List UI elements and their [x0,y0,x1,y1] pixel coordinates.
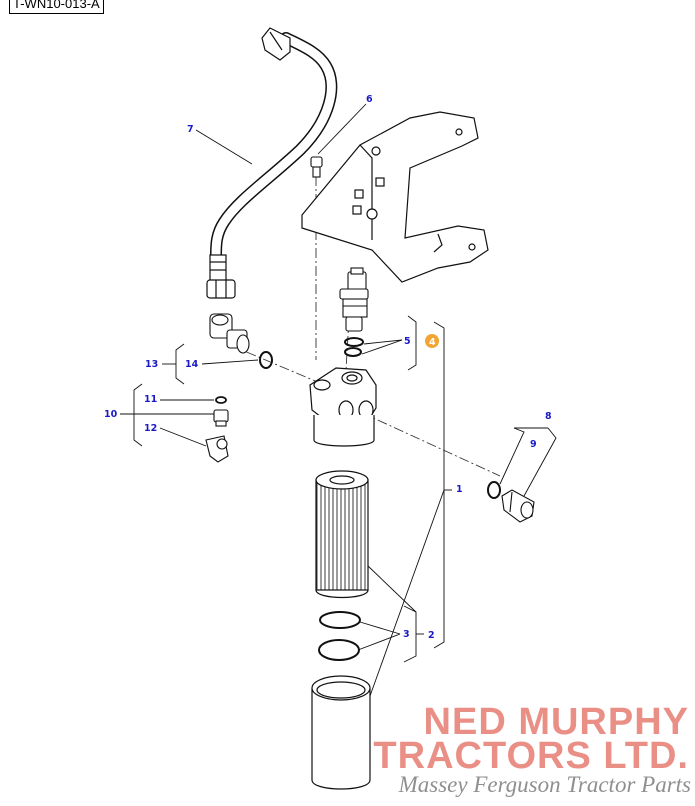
callout-9: 9 [530,439,537,450]
callout-5: 5 [404,336,411,347]
callout-1: 1 [456,484,463,495]
mounting-bracket [301,111,489,283]
o-ring-part-14 [259,351,273,369]
adapter-part-10 [213,409,229,427]
o-ring-part-9 [487,481,501,499]
callout-labels: 1 2 3 4 5 6 7 8 9 10 11 12 13 14 [104,94,552,641]
dealer-watermark: NED MURPHY TRACTORS LTD. Massey Ferguson… [346,702,695,802]
callout-4: 4 [429,337,436,348]
callout-6: 6 [366,94,373,105]
callout-4-highlight [425,334,439,348]
callout-12: 12 [144,423,157,434]
callout-10: 10 [104,409,118,420]
filter-bowl [311,675,371,790]
watermark-tagline: Massey Ferguson Tractor Parts [398,772,691,797]
center-lines [229,176,501,477]
diagram-reference: T-WN10-013-A [9,0,104,14]
adapter-part-8 [501,489,535,523]
callout-14: 14 [185,359,199,370]
bolt-part-6 [310,156,323,178]
callout-7: 7 [187,124,194,135]
elbow-fitting-part-13 [209,313,250,354]
banjo-part-12 [205,435,229,463]
o-ring-part-11 [215,396,227,404]
callout-3: 3 [403,629,410,640]
seals-part-3 [318,611,361,661]
watermark-line-1: NED MURPHY [423,701,689,743]
watermark-line-2: TRACTORS LTD. [373,735,689,777]
callout-11: 11 [144,394,157,405]
filter-element-part-2 [315,470,369,599]
hose-part-7 [206,27,338,299]
filter-head [309,367,377,447]
callout-2: 2 [428,630,435,641]
o-rings-part-5 [344,337,364,357]
callout-8: 8 [545,411,552,422]
callout-13: 13 [145,359,158,370]
pressure-switch [339,267,369,332]
leader-lines [120,103,557,697]
